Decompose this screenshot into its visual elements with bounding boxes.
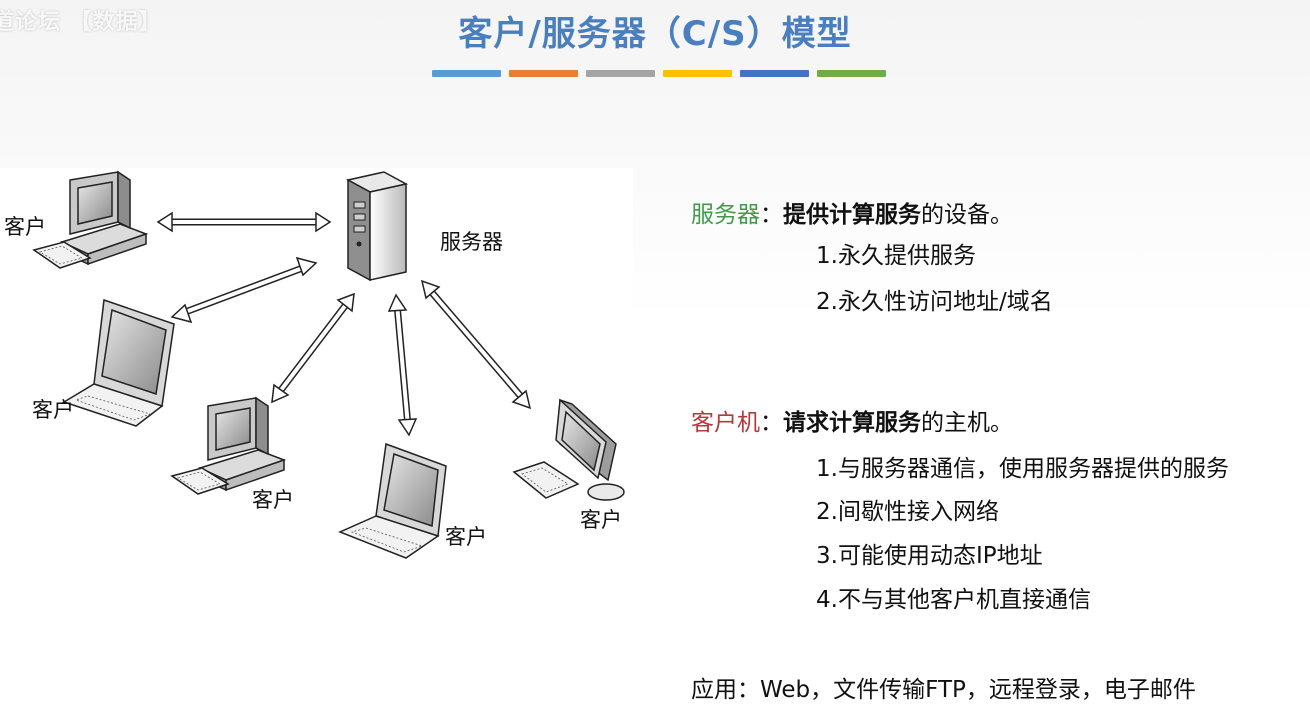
server-definition-rest: 的设备。 — [921, 202, 1013, 228]
watermark: 道论坛 【数据】 — [0, 10, 162, 35]
client-definition-strong: 请求计算服务 — [783, 410, 921, 436]
monitor-icon-5 — [512, 398, 625, 501]
client-definition-rest: 的主机。 — [921, 410, 1013, 436]
client-label-3: 客户 — [252, 488, 294, 512]
color-segment-5 — [740, 70, 809, 77]
client-term: 客户机 — [691, 410, 760, 436]
title-color-bar — [432, 70, 886, 77]
laptop-icon-2 — [62, 298, 175, 427]
color-segment-6 — [817, 70, 886, 77]
server-term: 服务器 — [691, 202, 760, 228]
desktop-icon-1 — [32, 170, 149, 269]
server-item-2: 2.永久性访问地址/域名 — [816, 289, 1053, 315]
arrow-server-client-5 — [420, 279, 532, 410]
diagram-graphics — [32, 170, 625, 559]
color-segment-4 — [663, 70, 732, 77]
client-label-4: 客户 — [445, 525, 487, 549]
client-item-1: 1.与服务器通信，使用服务器提供的服务 — [816, 456, 1229, 482]
color-segment-2 — [509, 70, 578, 77]
connection-arrows — [156, 211, 532, 437]
color-segment-1 — [432, 70, 501, 77]
color-segment-3 — [586, 70, 655, 77]
cs-network-diagram: 服务器 客户 客户 客户 客户 客户 — [0, 168, 633, 563]
page-title: 客户/服务器（C/S）模型 — [458, 14, 852, 54]
server-definition-strong: 提供计算服务 — [783, 202, 921, 228]
application-line: 应用：Web，文件传输FTP，远程登录，电子邮件 — [691, 677, 1196, 703]
client-item-4: 4.不与其他客户机直接通信 — [816, 587, 1091, 613]
client-item-3: 3.可能使用动态IP地址 — [816, 543, 1043, 569]
laptop-icon-4 — [338, 442, 447, 559]
client-definition: 客户机：请求计算服务的主机。 — [691, 403, 1013, 437]
client-colon: ： — [760, 410, 783, 436]
server-label: 服务器 — [440, 230, 503, 254]
server-colon: ： — [760, 202, 783, 228]
arrow-server-client-2 — [170, 256, 318, 324]
server-item-1: 1.永久提供服务 — [816, 243, 976, 269]
server-icon — [345, 171, 409, 282]
server-definition: 服务器：提供计算服务的设备。 — [691, 195, 1013, 229]
arrow-server-client-4 — [387, 293, 418, 437]
client-item-2: 2.间歇性接入网络 — [816, 499, 999, 525]
desktop-icon-3 — [170, 396, 287, 495]
client-label-2: 客户 — [32, 398, 74, 422]
client-label-5: 客户 — [580, 508, 622, 532]
arrow-server-client-1 — [156, 211, 332, 233]
arrow-server-client-3 — [271, 292, 355, 404]
client-label-1: 客户 — [4, 215, 46, 239]
